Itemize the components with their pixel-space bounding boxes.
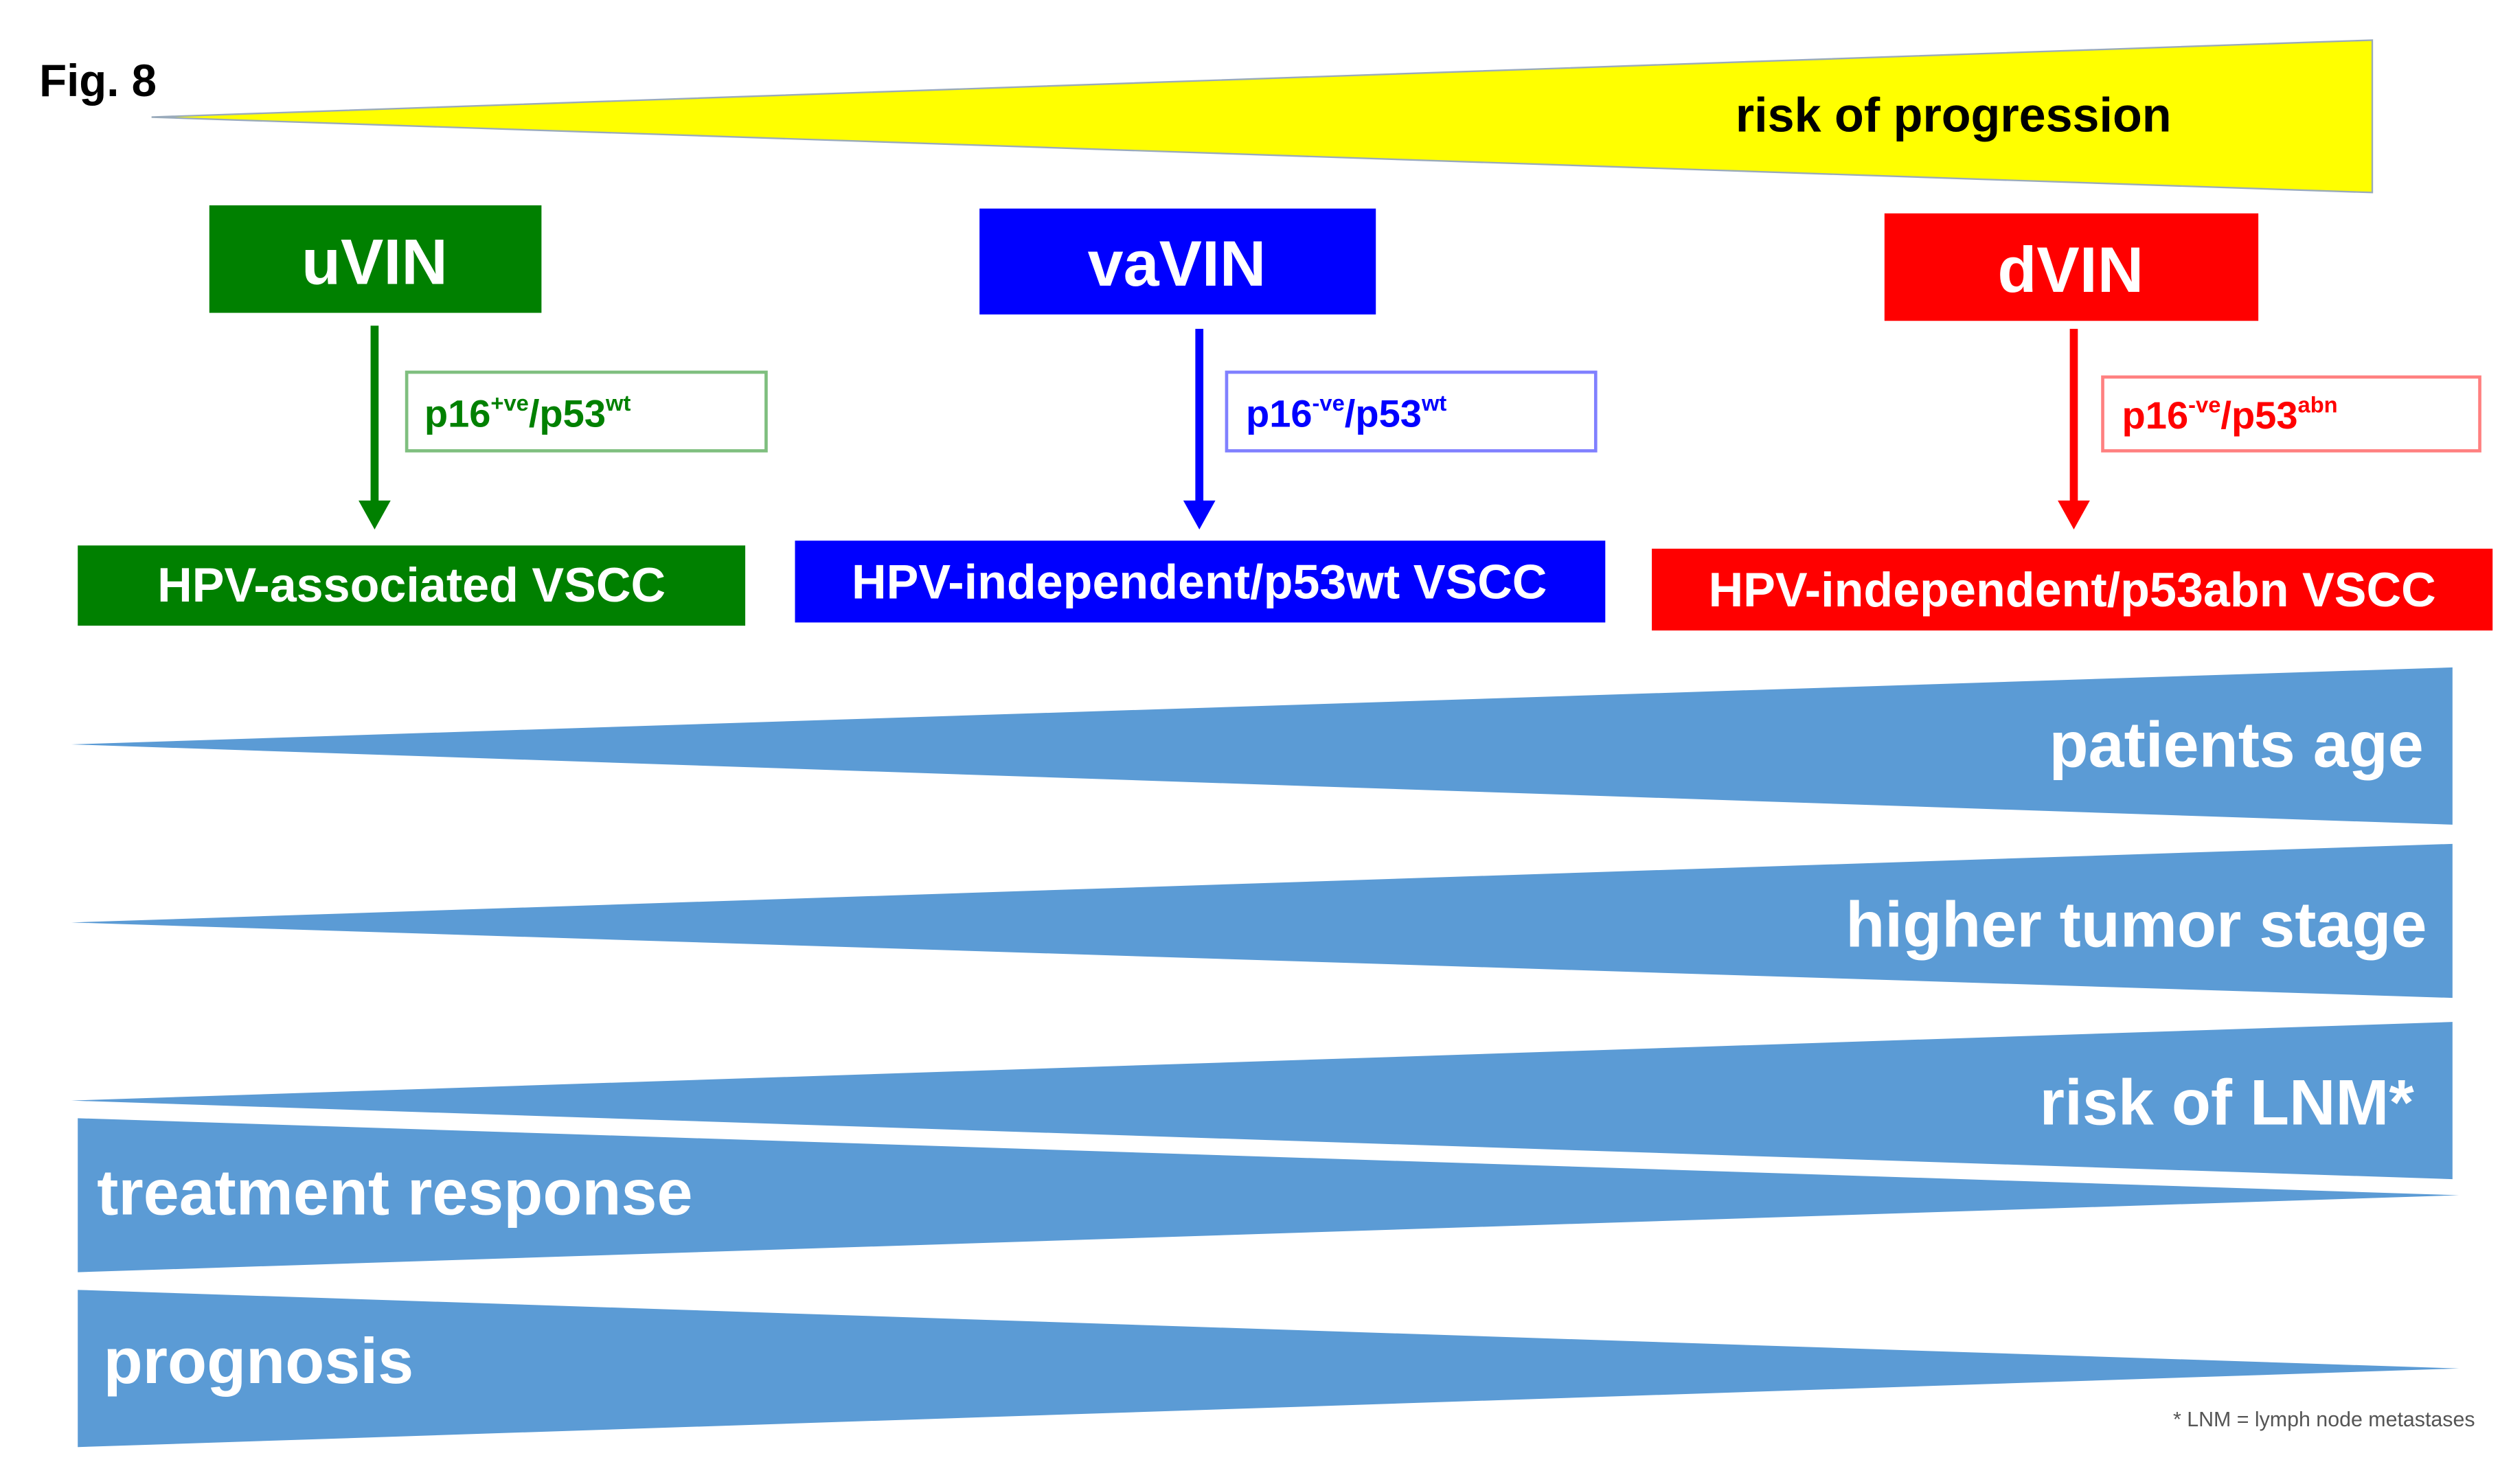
- uvin-marker: p16+ve/p53wt: [424, 390, 631, 435]
- vavin-outcome: HPV-independent/p53wt VSCC: [852, 555, 1547, 608]
- footnote: * LNM = lymph node metastases: [2173, 1408, 2475, 1431]
- figure-label: Fig. 8: [39, 56, 157, 106]
- prognosis-wedge: [78, 1290, 2459, 1448]
- dvin-marker-box: [2101, 375, 2481, 453]
- uvin-arrowhead-icon: [359, 500, 391, 529]
- tumor-stage-label: higher tumor stage: [1845, 888, 2427, 960]
- risk-of-progression-label: risk of progression: [1736, 89, 2172, 142]
- dvin-outcome: HPV-independent/p53abn VSCC: [1709, 563, 2436, 617]
- patients-age-wedge: [71, 667, 2453, 825]
- lnm-risk-wedge: [71, 1022, 2453, 1180]
- vavin-arrowhead-icon: [1183, 500, 1216, 529]
- prognosis-label: prognosis: [104, 1325, 414, 1397]
- dvin-arrowhead-icon: [2058, 500, 2090, 529]
- patients-age-label: patients age: [2049, 709, 2424, 781]
- dvin-box: [1884, 213, 2259, 321]
- treatment-response-label: treatment response: [97, 1156, 692, 1229]
- vavin-label: vaVIN: [1088, 227, 1266, 299]
- uvin-box: [209, 205, 542, 313]
- dvin-label: dVIN: [1997, 233, 2144, 306]
- dvin-outcome-box: [1652, 548, 2493, 631]
- risk-of-progression-wedge: [151, 39, 2374, 194]
- treatment-response-wedge: [78, 1118, 2459, 1272]
- uvin-label: uVIN: [302, 226, 448, 298]
- dvin-marker: p16-ve/p53abn: [2122, 391, 2338, 436]
- vavin-marker-box: [1225, 370, 1598, 453]
- uvin-outcome: HPV-associated VSCC: [157, 558, 666, 612]
- vavin-outcome-box: [795, 540, 1606, 623]
- uvin-outcome-box: [78, 545, 746, 626]
- vavin-box: [979, 208, 1376, 315]
- lnm-risk-label: risk of LNM*: [2040, 1066, 2415, 1139]
- tumor-stage-wedge: [71, 843, 2453, 998]
- uvin-marker-box: [405, 370, 768, 453]
- vavin-marker: p16-ve/p53wt: [1246, 390, 1446, 435]
